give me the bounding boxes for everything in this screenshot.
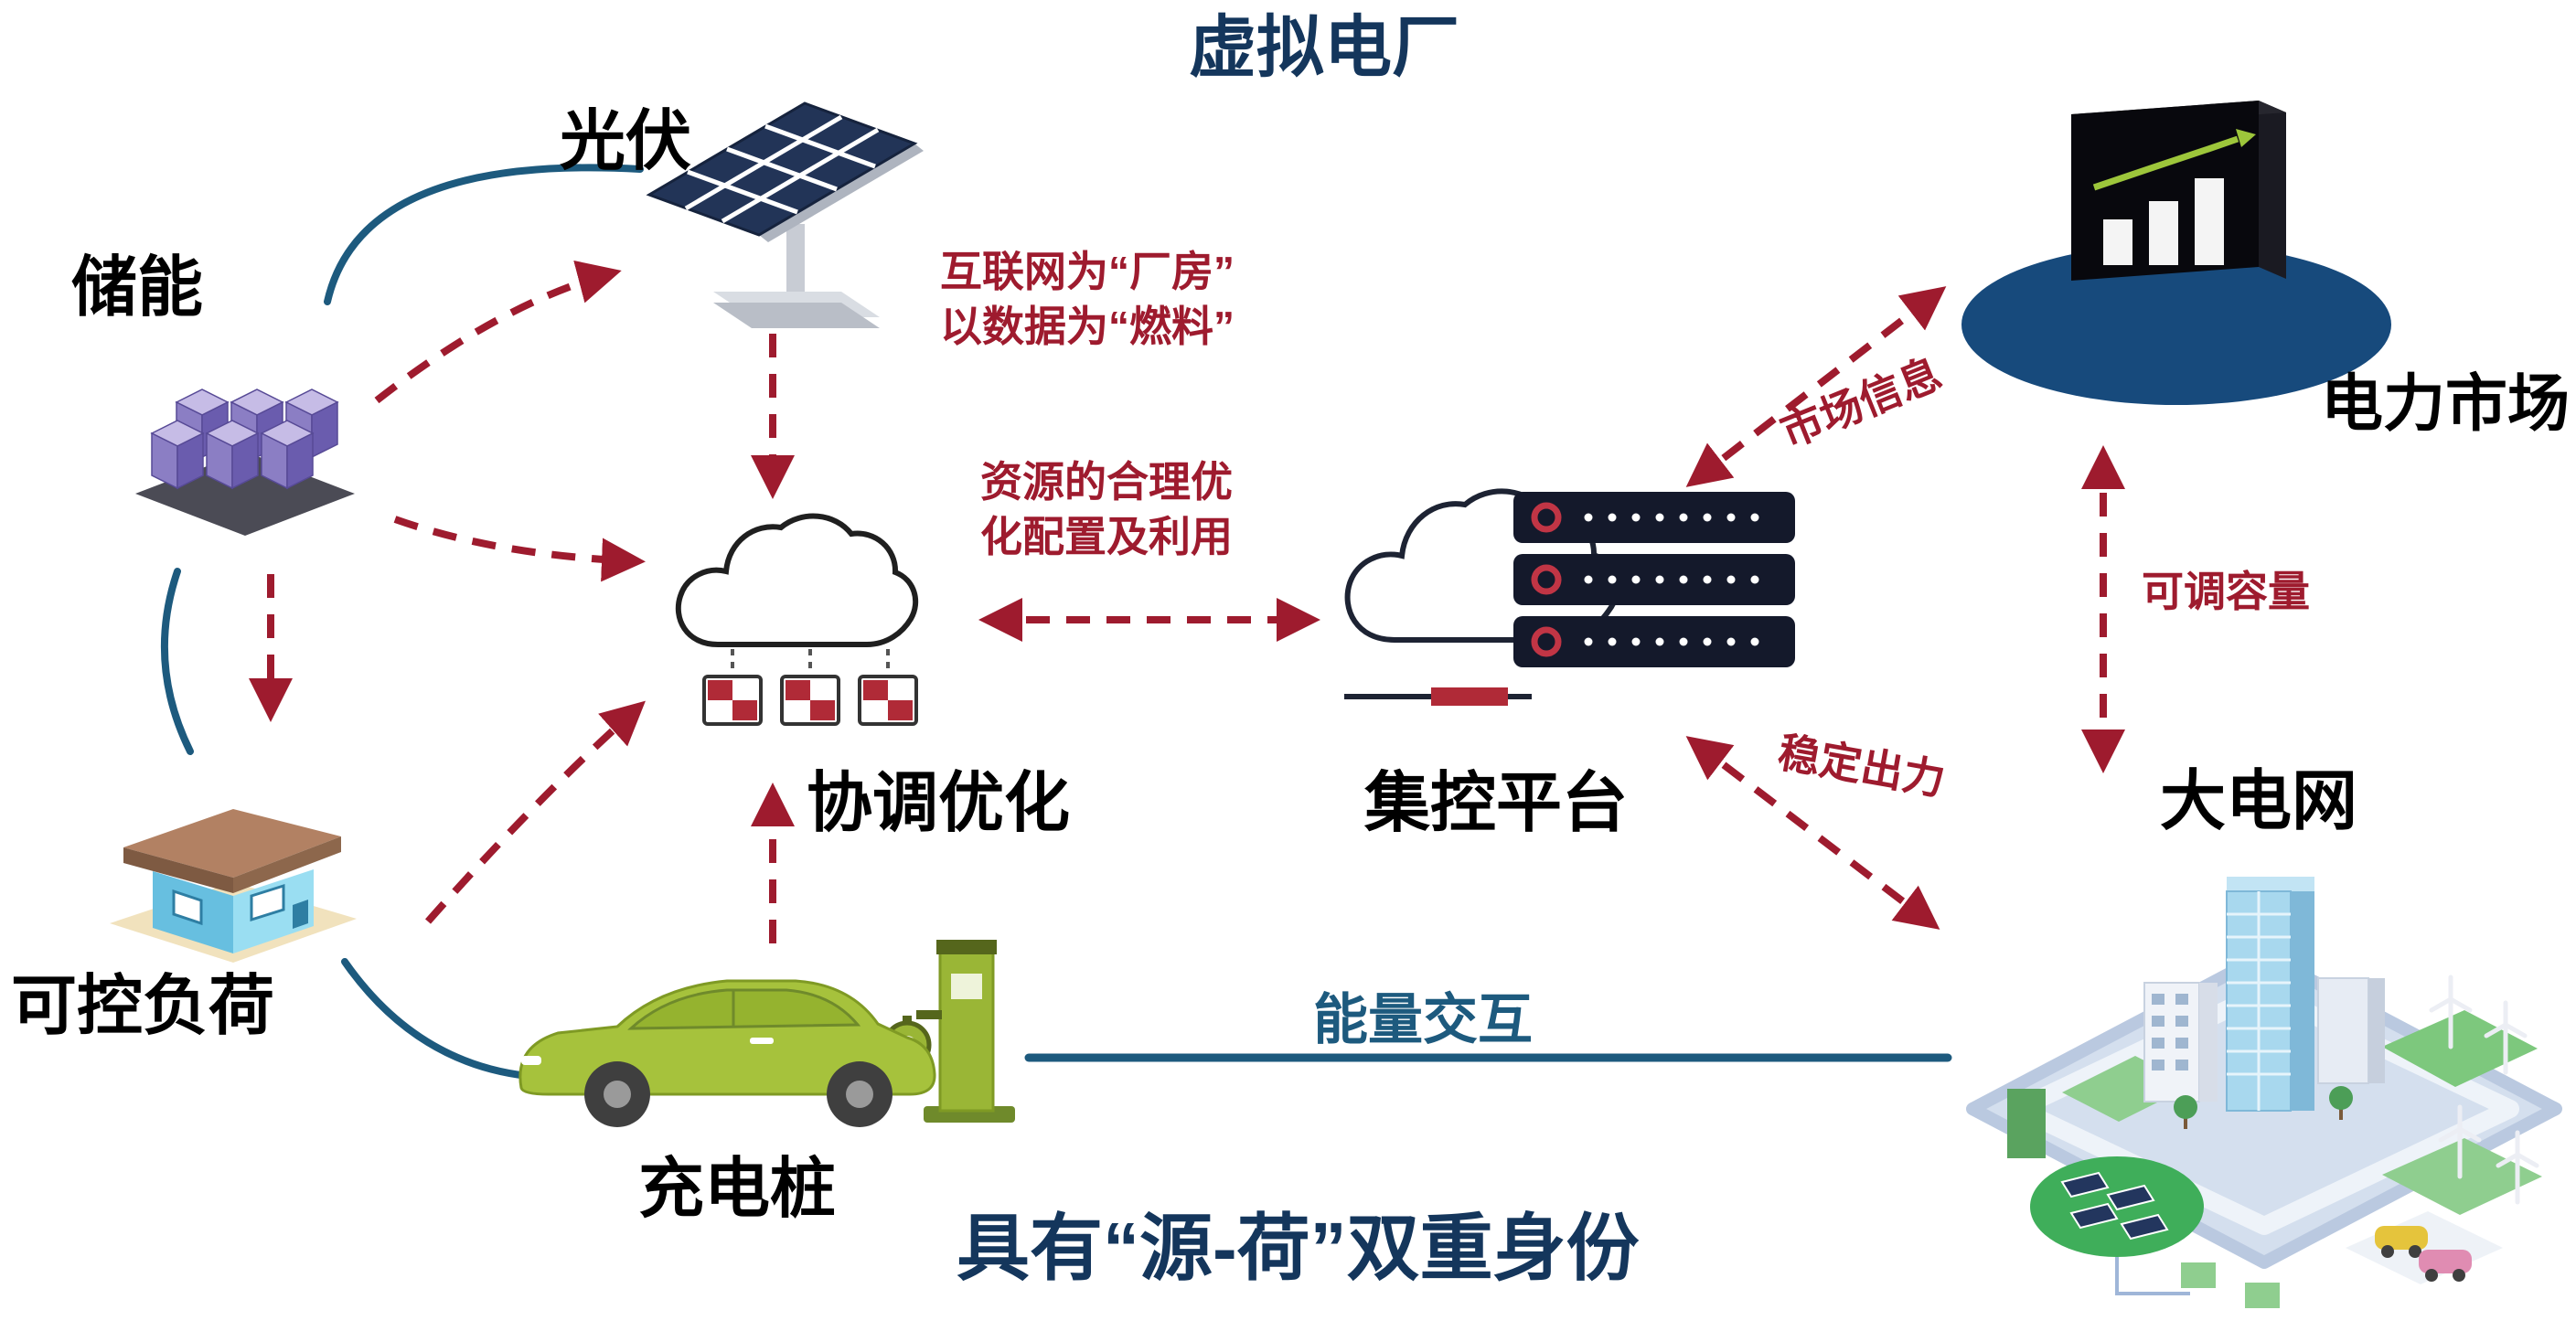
smart-city-icon: [1966, 877, 2562, 1308]
arrow-load-to-coordination: [425, 700, 646, 924]
battery-modules: [702, 675, 918, 726]
solar-panel-icon: [646, 101, 924, 328]
arrow-platform-market: [1685, 286, 1947, 487]
annotation-energy-interaction: 能量交互: [1313, 989, 1533, 1050]
node-label-storage: 储能: [71, 251, 204, 325]
electric-car: [518, 979, 936, 1127]
annotation-internet-factory: 互联网为“厂房” 以数据为“燃料”: [940, 245, 1235, 355]
server-stack: [1513, 492, 1795, 667]
battery-storage-icon: [135, 389, 355, 536]
annotation-resource-optimization-line2: 化配置及利用: [980, 512, 1233, 560]
annotation-internet-factory-line2: 以数据为“燃料”: [940, 302, 1235, 350]
cloud-server-icon: [1344, 488, 1795, 706]
cloud-battery-icon: [675, 513, 919, 726]
node-label-market: 电力市场: [2321, 369, 2571, 439]
annotation-resource-optimization: 资源的合理优 化配置及利用: [980, 455, 1233, 565]
market-chart-icon: [1961, 101, 2391, 405]
node-label-pv: 光伏: [560, 105, 692, 178]
link-storage-pv: [324, 164, 644, 305]
diagram-title: 虚拟电厂: [1189, 9, 1459, 85]
node-label-load: 可控负荷: [11, 970, 275, 1043]
node-label-charger: 充电桩: [638, 1153, 837, 1226]
arrow-platform-grid: [1685, 736, 1940, 930]
arrow-storage-to-coordination: [393, 516, 646, 582]
annotation-adjustable-capacity: 可调容量: [2142, 568, 2310, 615]
annotation-dual-identity: 具有“源-荷”双重身份: [957, 1208, 1640, 1289]
cloud-shape: [675, 513, 919, 647]
node-label-platform: 集控平台: [1364, 767, 1629, 840]
annotation-internet-factory-line1: 互联网为“厂房”: [940, 248, 1235, 295]
ev-charging-icon: [518, 940, 1015, 1127]
link-storage-load: [160, 568, 194, 755]
node-label-coordination: 协调优化: [807, 767, 1071, 840]
annotation-resource-optimization-line1: 资源的合理优: [980, 458, 1233, 506]
node-label-grid: 大电网: [2160, 765, 2358, 838]
arrow-storage-to-pv: [374, 260, 622, 404]
link-load-charger: [341, 958, 541, 1081]
house-icon: [110, 809, 357, 963]
